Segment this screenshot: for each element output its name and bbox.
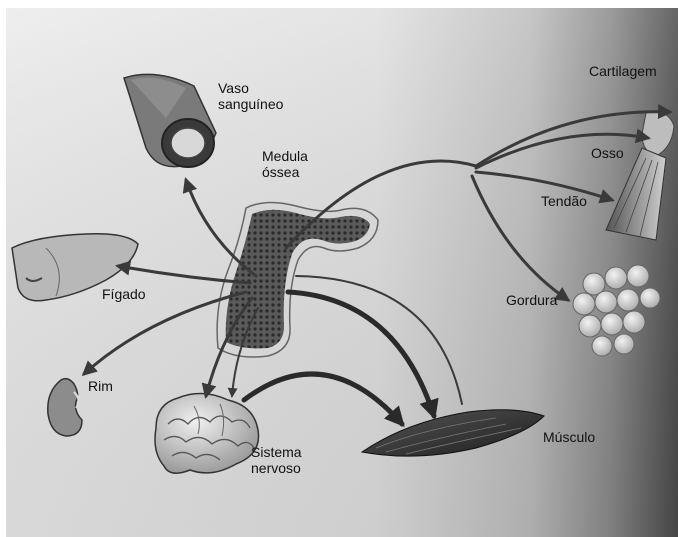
label-nervoso: nervoso — [251, 460, 301, 476]
stem-cell-differentiation-diagram: Vaso sanguíneo Medula óssea Cartilagem O… — [6, 8, 678, 537]
label-medula: Medula — [262, 148, 308, 164]
label-ossea: óssea — [262, 164, 299, 180]
label-cartilagem: Cartilagem — [589, 63, 657, 79]
brain-illustration — [155, 393, 259, 473]
label-osso: Osso — [591, 145, 624, 161]
label-gordura: Gordura — [506, 292, 557, 308]
label-sistema: Sistema — [251, 444, 302, 460]
label-figado: Fígado — [102, 286, 146, 302]
label-tendao: Tendão — [541, 193, 587, 209]
diagram-canvas — [6, 8, 678, 537]
label-sanguineo: sanguíneo — [218, 96, 283, 112]
label-rim: Rim — [88, 378, 113, 394]
label-vaso: Vaso — [218, 80, 249, 96]
label-musculo: Músculo — [543, 429, 595, 445]
